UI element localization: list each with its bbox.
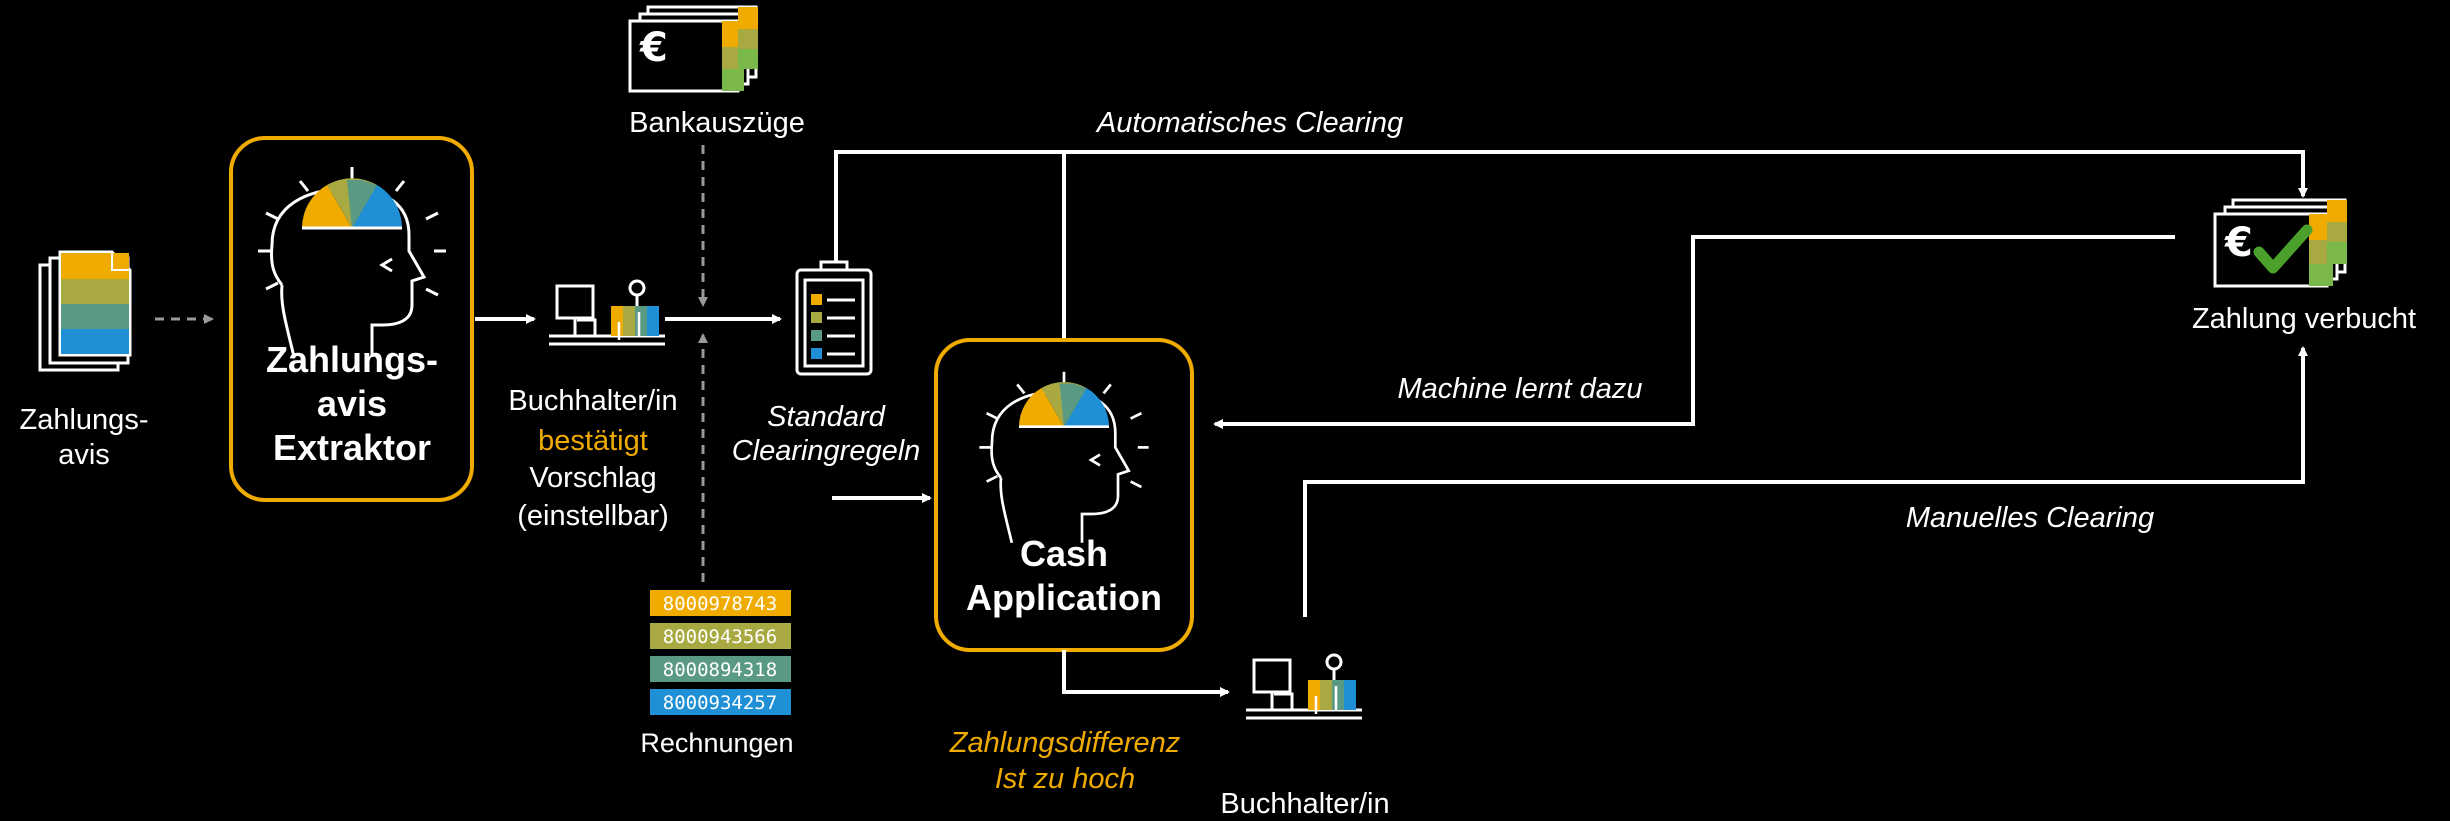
invoice-item <box>650 656 791 682</box>
accountant-top-label-3: Vorschlag <box>529 462 656 494</box>
svg-text:€: € <box>639 25 668 71</box>
invoice-item <box>650 590 791 616</box>
invoices-label: Rechnungen <box>640 728 793 758</box>
euro-bill-icon: € <box>628 5 758 93</box>
manual-clearing-label: Manuelles Clearing <box>1906 502 2154 534</box>
ai-head-icon <box>979 371 1149 544</box>
cash-app-title-1: Cash <box>1020 533 1108 574</box>
invoice-item <box>650 623 791 649</box>
arrow-cash-app-to-accountant <box>1062 650 1230 697</box>
accountant-desk-icon <box>549 279 665 346</box>
document-stack-icon <box>38 250 132 372</box>
invoice-number: 8000894318 <box>663 659 777 681</box>
payment-difference-label-2: Ist zu hoch <box>995 763 1135 795</box>
accountant-desk-icon <box>1246 653 1362 720</box>
accountant-top-label-2: bestätigt <box>538 425 648 457</box>
extractor-title-3: Extraktor <box>273 427 431 468</box>
invoice-item <box>650 689 791 715</box>
standard-rules-label-1: Standard <box>767 401 886 433</box>
arrow-automatic-clearing <box>834 150 2308 262</box>
invoice-number: 8000978743 <box>663 593 777 615</box>
invoice-number: 8000943566 <box>663 626 777 648</box>
accountant-top-label-4: (einstellbar) <box>517 500 669 532</box>
automatic-clearing-label: Automatisches Clearing <box>1095 107 1403 139</box>
extractor-box <box>229 136 474 502</box>
payment-difference-label-1: Zahlungsdifferenz <box>949 727 1181 759</box>
invoice-number: 8000934257 <box>663 692 777 714</box>
bank-statements-label: Bankauszüge <box>629 107 805 139</box>
arrow-machine-learns <box>1213 235 2175 429</box>
zahlungsavis-label-2: avis <box>58 439 110 471</box>
accountant-top-label-1: Buchhalter/in <box>508 385 677 417</box>
standard-rules-label-2: Clearingregeln <box>732 435 921 467</box>
invoice-list: 8000978743 8000943566 8000894318 8000934… <box>650 590 791 715</box>
extractor-title-2: avis <box>317 383 387 424</box>
machine-learns-label: Machine lernt dazu <box>1397 373 1642 405</box>
extractor-title-1: Zahlungs- <box>266 339 438 380</box>
clipboard-checklist-icon <box>795 260 873 376</box>
euro-bill-check-icon: € <box>2213 198 2347 288</box>
svg-text:€: € <box>2224 220 2253 266</box>
accountant-bottom-label: Buchhalter/in <box>1220 788 1389 820</box>
zahlungsavis-label-1: Zahlungs- <box>20 404 149 436</box>
cash-app-title-2: Application <box>966 577 1162 618</box>
ai-head-icon <box>258 167 446 358</box>
arrow-manual-clearing <box>1303 346 2308 617</box>
payment-posted-label: Zahlung verbucht <box>2192 303 2416 335</box>
